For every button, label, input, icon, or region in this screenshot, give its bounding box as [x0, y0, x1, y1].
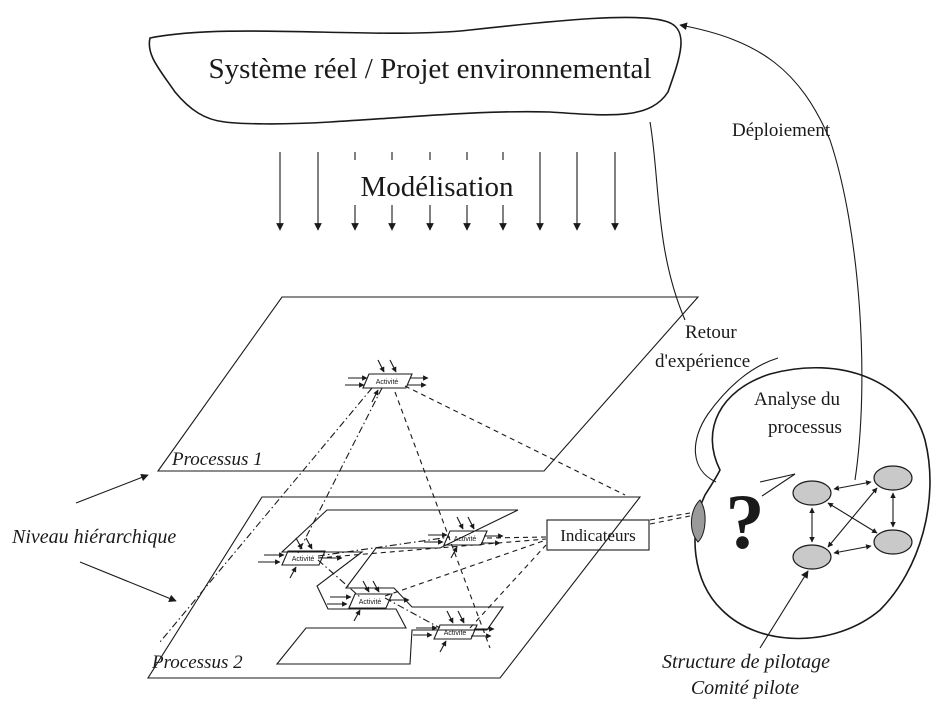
connector-line	[394, 391, 491, 649]
modelisation-arrows	[276, 152, 619, 231]
activity-c: Activité	[327, 580, 410, 622]
question-pointer	[759, 473, 796, 497]
processus-2-label: Processus 2	[151, 652, 243, 673]
steering-structure: Analyse du processus ?	[691, 357, 931, 640]
connector-line	[649, 515, 691, 525]
connector-line	[469, 544, 547, 629]
activity-d: Activité	[413, 610, 495, 653]
arrow-ctrl	[457, 610, 465, 624]
arrow-ctrl	[467, 516, 475, 530]
real-system-label: Système réel / Projet environnemental	[209, 53, 652, 85]
activity-box	[443, 530, 488, 546]
analyse-label-2: processus	[768, 417, 842, 438]
arrow-mech	[450, 546, 458, 559]
structure-label-2: Comité pilote	[691, 677, 799, 699]
arrow-ctrl	[295, 537, 303, 550]
activity-label: Activité	[444, 630, 467, 637]
connector-line	[317, 536, 451, 557]
activity-label: Activité	[359, 599, 382, 606]
arrow-ctrl	[372, 580, 380, 593]
network-node	[873, 529, 913, 555]
indicateurs-box	[546, 519, 650, 551]
process-2-lane	[275, 509, 519, 665]
network-node	[873, 465, 913, 491]
connector-line	[159, 387, 373, 643]
connector-line	[649, 512, 691, 521]
niveau-arrow-down	[79, 561, 177, 602]
question-mark: ?	[726, 478, 765, 565]
processus-1-label: Processus 1	[171, 449, 263, 470]
activity-top: Activité	[345, 359, 429, 403]
connector-line	[404, 385, 626, 496]
activity-box	[433, 624, 478, 640]
retour-loop	[694, 357, 779, 483]
activity-box	[348, 593, 393, 609]
structure-label-1: Structure de pilotage	[662, 651, 830, 673]
activity-box	[362, 373, 413, 389]
connector-line	[317, 538, 547, 559]
arrow-ctrl	[377, 359, 385, 373]
shaded-lens	[691, 499, 706, 543]
network-edge	[833, 480, 872, 491]
activity-box	[281, 550, 326, 566]
retour-label-1: Retour	[685, 322, 737, 343]
activity-b: Activité	[424, 516, 504, 559]
connector-line	[486, 536, 547, 539]
network-edge	[827, 487, 878, 548]
arrow-ctrl	[446, 610, 454, 624]
connector-line	[317, 559, 361, 598]
activity-label: Activité	[292, 556, 315, 563]
activity-label: Activité	[454, 536, 477, 543]
structure-pointer	[759, 570, 809, 649]
niveau-hierarchique-label: Niveau hiérarchique	[11, 526, 176, 548]
arrow-ctrl	[456, 516, 464, 530]
network-edge	[833, 544, 872, 555]
modelisation-label: Modélisation	[360, 171, 514, 203]
network-node	[792, 480, 832, 506]
arrow-mech	[289, 566, 297, 579]
niveau-arrow-up	[75, 473, 149, 504]
network-node	[792, 544, 832, 570]
connector-line	[297, 387, 383, 554]
arrow-ctrl	[362, 580, 370, 593]
arrow-ctrl	[389, 359, 397, 373]
indicateurs-label: Indicateurs	[560, 526, 636, 545]
deploiement-label: Déploiement	[732, 120, 831, 141]
retour-experience-line	[649, 121, 686, 321]
arrow-mech	[371, 389, 379, 403]
connector-line	[384, 539, 547, 597]
arrow-ctrl	[305, 537, 313, 550]
connector-line	[384, 597, 441, 629]
arrow-mech	[439, 640, 447, 653]
arrow-mech	[353, 609, 361, 622]
real-system-cloud	[148, 16, 682, 125]
activity-label: Activité	[376, 379, 399, 386]
retour-label-2: d'expérience	[655, 351, 750, 372]
processus-2-plane	[147, 496, 642, 679]
analyse-label-1: Analyse du	[754, 389, 841, 410]
deploiement-arrow	[679, 22, 863, 481]
activity-a: Activité	[258, 537, 343, 579]
processus-1-plane	[156, 296, 700, 472]
connectors	[159, 385, 691, 649]
